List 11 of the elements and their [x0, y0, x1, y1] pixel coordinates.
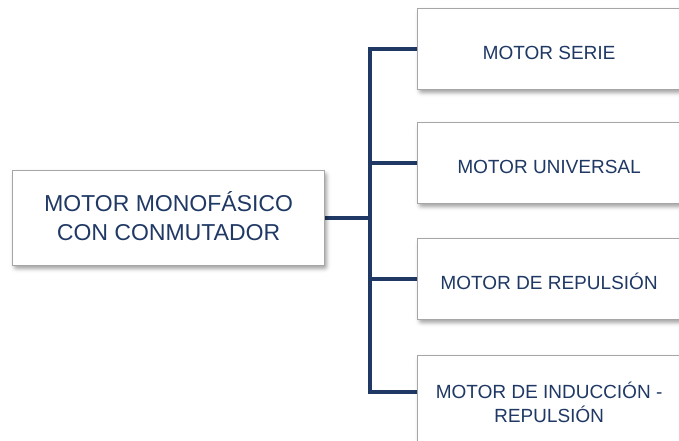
text-box — [417, 122, 679, 204]
node-label: MOTOR UNIVERSAL — [457, 156, 641, 180]
node-label: MOTOR DE INDUCCIÓN - REPULSIÓN — [434, 381, 664, 429]
node-label: MOTOR DE REPULSIÓN — [440, 272, 658, 296]
node-label: MOTOR MONOFÁSICO CON CONMUTADOR — [43, 189, 294, 247]
text-box — [417, 8, 679, 90]
connector-line — [325, 216, 417, 394]
node-label: MOTOR SERIE — [482, 42, 616, 66]
text-box — [12, 170, 325, 266]
text-box — [417, 238, 679, 320]
text-box — [417, 355, 679, 441]
